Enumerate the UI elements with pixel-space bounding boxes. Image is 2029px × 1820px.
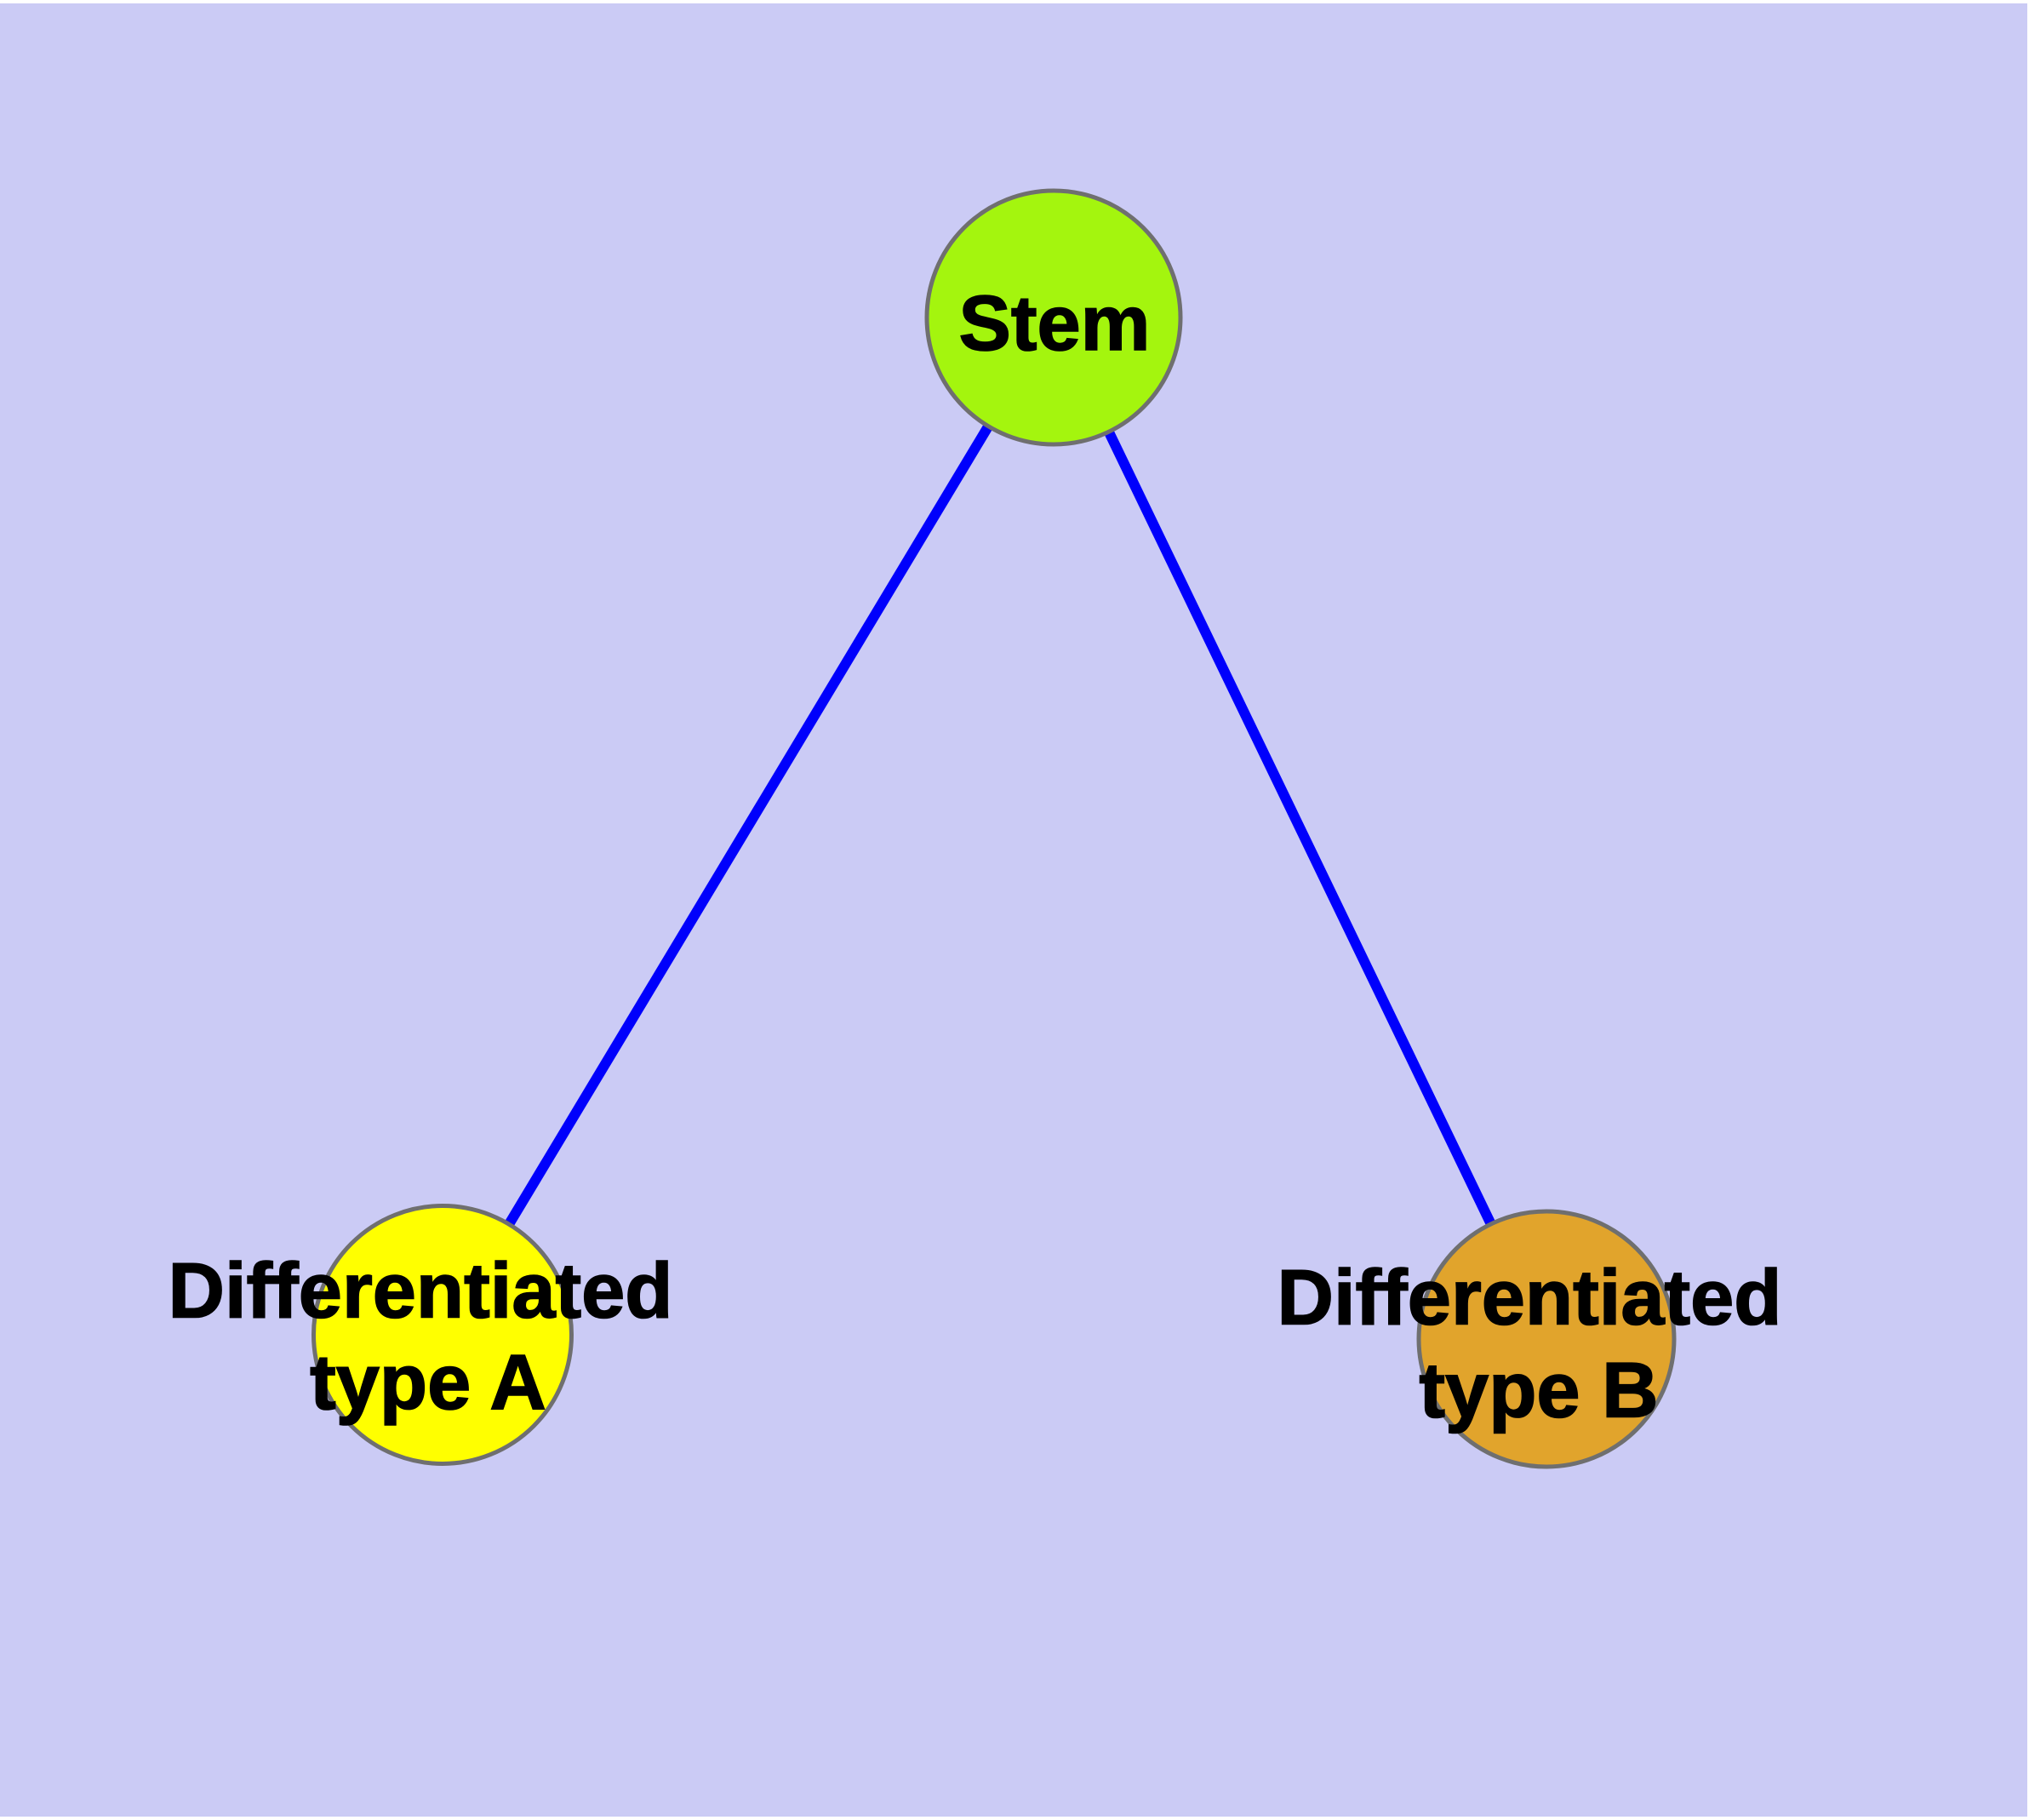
svg-text:Differentiated: Differentiated	[1277, 1255, 1782, 1342]
svg-text:Differentiated: Differentiated	[169, 1248, 673, 1335]
svg-text:type B: type B	[1419, 1348, 1658, 1434]
svg-text:Stem: Stem	[959, 280, 1151, 367]
svg-text:type A: type A	[310, 1339, 546, 1426]
